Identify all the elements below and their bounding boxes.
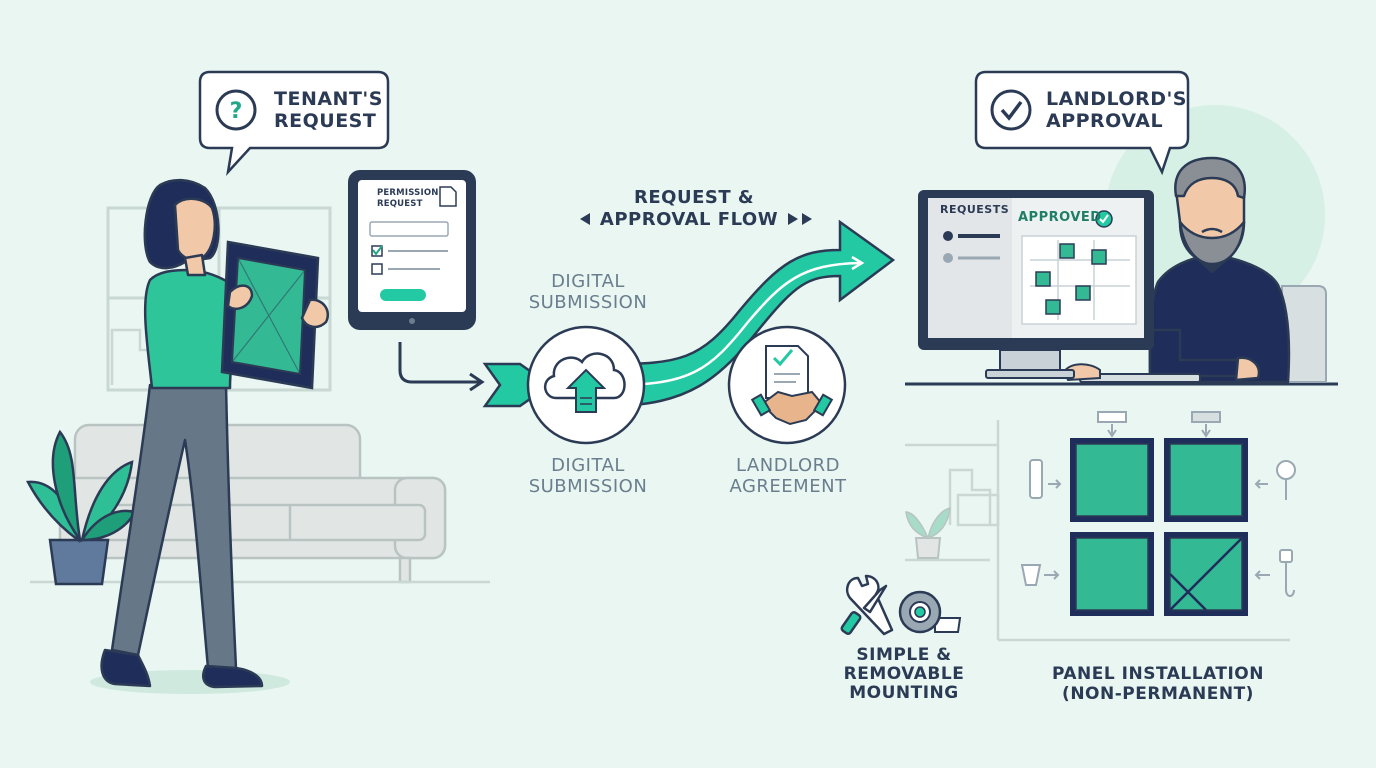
landlord-bubble-line1: LANDLORD'S: [1046, 88, 1187, 110]
potted-plant: [26, 429, 137, 586]
monitor-approved-status: APPROVED: [1018, 210, 1102, 225]
landlord-figure: [1148, 156, 1291, 384]
tenant-hands: [226, 284, 329, 329]
panel-caption-line1: PANEL INSTALLATION: [1052, 664, 1264, 684]
flow-right-arrow-icon-2: [802, 213, 812, 225]
submit-button-shape: [380, 289, 426, 301]
upper-step-label-line1: DIGITAL: [551, 271, 625, 292]
flow-left-arrow-icon: [580, 213, 590, 225]
tenant-speech-bubble: ?: [198, 70, 390, 176]
flow-title-line2: APPROVAL FLOW: [599, 209, 779, 230]
monitor-requests-title: REQUESTS: [940, 203, 1010, 216]
cloud-upload-node: [526, 325, 646, 445]
landlord-speech-bubble: [974, 70, 1190, 176]
small-plant: [905, 507, 951, 559]
question-icon: [215, 89, 257, 131]
digital-submission-label-line2: SUBMISSION: [528, 476, 648, 497]
installation-wall: [905, 420, 1290, 642]
check-circle-icon: [990, 89, 1032, 131]
mounting-hardware: [1020, 411, 1296, 597]
tablet-connector-arrow: [398, 342, 480, 384]
panel-caption-line2: (NON-PERMANENT): [1062, 684, 1254, 704]
flow-right-arrow-icon: [788, 213, 798, 225]
tape-roll-icon: [898, 590, 962, 634]
permission-request-tablet: [348, 170, 476, 330]
tablet-title-line1: PERMISSION: [377, 188, 439, 198]
tenant-bubble-line1: TENANT'S: [274, 88, 383, 110]
mounting-caption-line3: MOUNTING: [849, 683, 959, 703]
agreement-node: [727, 325, 847, 445]
landlord-agreement-label-line2: AGREEMENT: [729, 476, 847, 497]
tablet-title-line2: REQUEST: [377, 199, 423, 209]
digital-submission-label-line1: DIGITAL: [551, 455, 625, 476]
wrench-screwdriver-icon: [840, 574, 894, 636]
flow-title-line1: REQUEST &: [634, 187, 755, 208]
upper-step-label-line2: SUBMISSION: [528, 292, 648, 313]
panel-grid: [1070, 438, 1248, 616]
mounting-caption-line1: SIMPLE &: [856, 645, 952, 665]
tenant-bubble-line2: REQUEST: [274, 110, 377, 132]
document-icon: [439, 186, 457, 207]
chair: [1281, 285, 1327, 383]
computer-monitor: [918, 190, 1154, 379]
landlord-agreement-label-line1: LANDLORD: [735, 455, 840, 476]
landlord-bubble-line2: APPROVAL: [1046, 110, 1164, 132]
question-glyph: ?: [230, 99, 243, 124]
mounting-caption-line2: REMOVABLE: [843, 664, 965, 684]
